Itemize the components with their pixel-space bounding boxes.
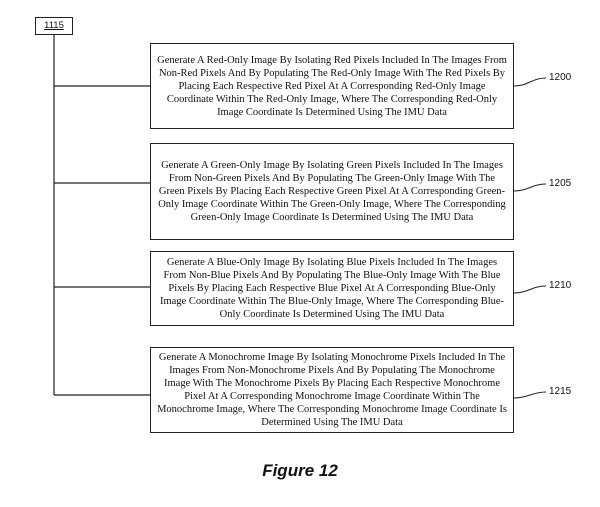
step-label-1205: 1205 bbox=[549, 178, 572, 189]
step-text-1200: Generate A Red-Only Image By Isolating R… bbox=[157, 54, 507, 118]
step-box-1210: Generate A Blue-Only Image By Isolating … bbox=[150, 251, 514, 326]
figure-caption: Figure 12 bbox=[262, 461, 338, 480]
leader-1215 bbox=[513, 391, 547, 399]
step-box-1205: Generate A Green-Only Image By Isolating… bbox=[150, 143, 514, 240]
step-box-1215: Generate A Monochrome Image By Isolating… bbox=[150, 347, 514, 433]
leader-1205 bbox=[513, 183, 547, 192]
step-label-1215: 1215 bbox=[549, 386, 572, 397]
root-reference-label: 1115 bbox=[44, 20, 64, 31]
step-text-1215: Generate A Monochrome Image By Isolating… bbox=[157, 352, 507, 428]
step-text-1210: Generate A Blue-Only Image By Isolating … bbox=[159, 257, 505, 320]
step-text-1205: Generate A Green-Only Image By Isolating… bbox=[158, 160, 506, 223]
step-label-1200: 1200 bbox=[549, 72, 572, 83]
leader-1210 bbox=[513, 285, 547, 294]
leader-1200 bbox=[513, 77, 547, 87]
step-label-1210: 1210 bbox=[549, 280, 572, 291]
step-box-1200: Generate A Red-Only Image By Isolating R… bbox=[150, 43, 514, 129]
root-reference-box: 1115 bbox=[35, 17, 73, 35]
